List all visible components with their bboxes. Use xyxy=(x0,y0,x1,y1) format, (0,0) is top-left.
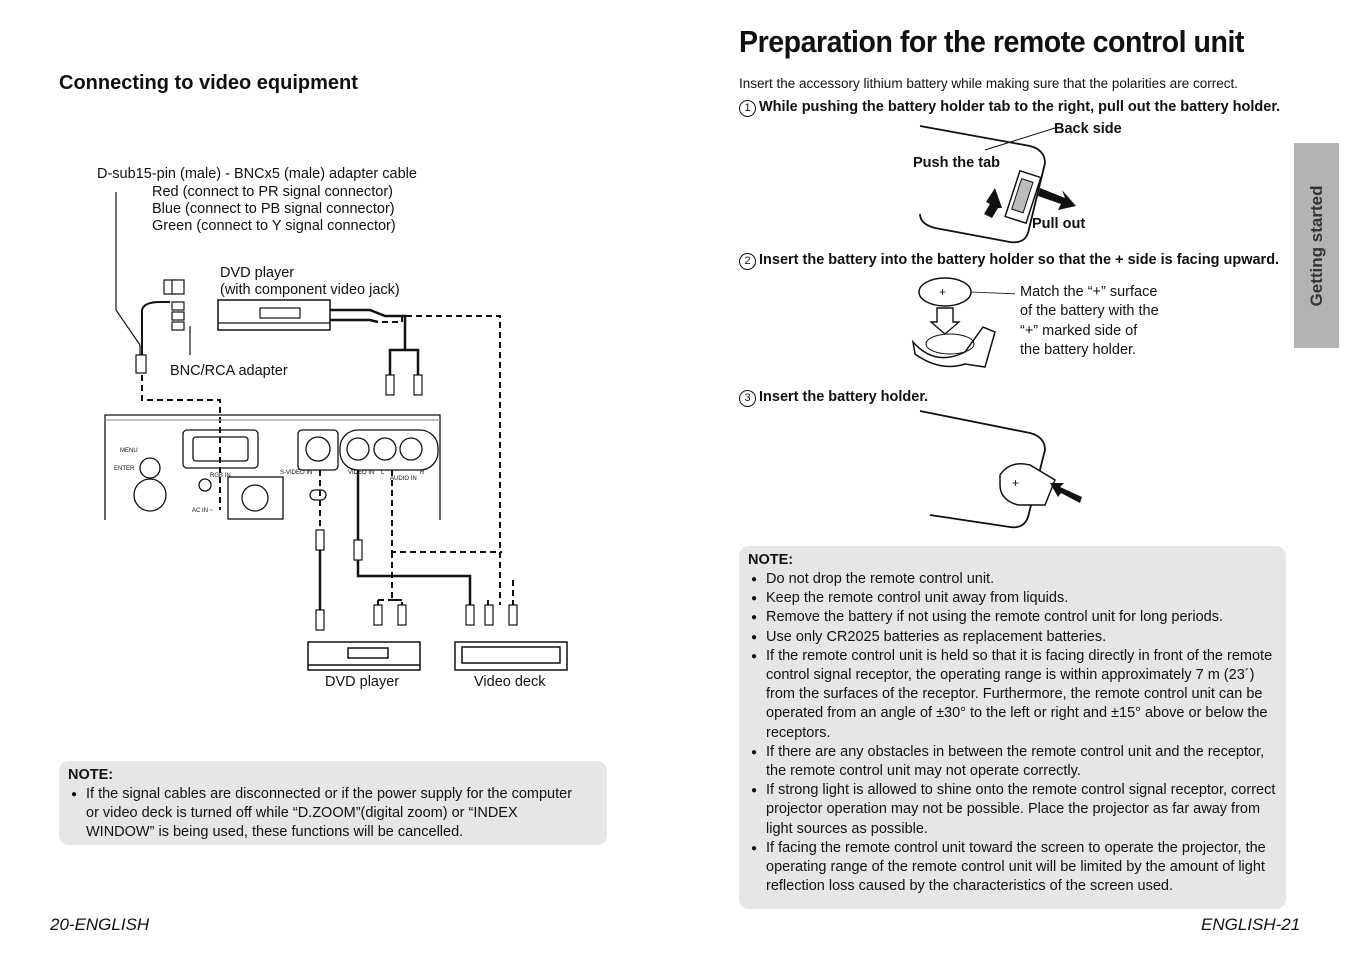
right-note-item: If there are any obstacles in between th… xyxy=(748,743,1278,781)
battery-insert-illustration: + xyxy=(911,277,1015,368)
back-side-label: Back side xyxy=(1054,121,1122,137)
getting-started-tab-label: Getting started xyxy=(1306,185,1326,306)
panel-audio-l-label: L xyxy=(381,470,385,476)
dvd-player-bottom-label: DVD player xyxy=(325,674,400,690)
push-tab-label: Push the tab xyxy=(913,155,1001,171)
left-heading: Connecting to video equipment xyxy=(59,72,358,94)
right-note-item: Keep the remote control unit away from l… xyxy=(748,589,1278,608)
right-note-item: Use only CR2025 batteries as replacement… xyxy=(748,628,1278,647)
left-note-list: If the signal cables are disconnected or… xyxy=(68,785,588,843)
step1-number: 1 xyxy=(739,100,756,117)
right-heading: Preparation for the remote control unit xyxy=(739,24,1244,59)
right-note-item: Do not drop the remote control unit. xyxy=(748,570,1278,589)
panel-video-in-label: VIDEO IN xyxy=(348,470,374,476)
remote-pull-out-illustration xyxy=(919,125,1076,244)
svg-text:+: + xyxy=(1012,476,1019,490)
svg-text:+: + xyxy=(939,285,946,299)
step3-text: Insert the battery holder. xyxy=(759,389,929,405)
step3-number: 3 xyxy=(739,390,756,407)
getting-started-tab: Getting started xyxy=(1294,143,1339,348)
connection-diagram: MENU ENTER RGB IN S-VIDEO IN VIDEO IN L … xyxy=(104,192,568,671)
battery-holder-insert-illustration: + xyxy=(919,410,1082,529)
projector-panel xyxy=(104,414,441,520)
pull-out-label: Pull out xyxy=(1032,216,1086,232)
bnc-rca-label: BNC/RCA adapter xyxy=(170,363,288,379)
battery-match-note: Match the “+” surface of the battery wit… xyxy=(1020,284,1159,358)
left-note-item: If the signal cables are disconnected or… xyxy=(68,785,588,843)
video-deck-label: Video deck xyxy=(474,674,546,690)
dvd-player-top-label: DVD player xyxy=(220,265,295,281)
step2-number: 2 xyxy=(739,253,756,270)
cable-blue-label: Blue (connect to PB signal connector) xyxy=(152,201,395,217)
left-note-title: NOTE: xyxy=(68,767,114,783)
panel-ac-in-label: AC IN ~ xyxy=(192,508,214,514)
right-page-footer: ENGLISH-21 xyxy=(1201,915,1301,934)
cable-label: D-sub15-pin (male) - BNCx5 (male) adapte… xyxy=(97,166,417,182)
right-note-item: If facing the remote control unit toward… xyxy=(748,839,1278,897)
step2-text: Insert the battery into the battery hold… xyxy=(759,252,1280,268)
panel-menu-label: MENU xyxy=(120,448,138,454)
panel-enter-label: ENTER xyxy=(114,466,135,472)
cable-red-label: Red (connect to PR signal connector) xyxy=(152,184,393,200)
left-note-box: NOTE: If the signal cables are disconnec… xyxy=(59,761,607,845)
step1-text: While pushing the battery holder tab to … xyxy=(759,99,1281,115)
intro-text: Insert the accessory lithium battery whi… xyxy=(739,76,1238,91)
right-note-item: If the remote control unit is held so th… xyxy=(748,647,1278,743)
right-note-list: Do not drop the remote control unit. Kee… xyxy=(748,570,1278,896)
panel-rgb-in-label: RGB IN xyxy=(210,473,231,479)
left-page-footer: 20-ENGLISH xyxy=(50,915,150,934)
right-note-item: If strong light is allowed to shine onto… xyxy=(748,781,1278,839)
panel-audio-in-label: AUDIO IN xyxy=(390,476,417,482)
right-note-title: NOTE: xyxy=(748,552,794,568)
dvd-player-top-sublabel: (with component video jack) xyxy=(220,282,400,298)
right-note-item: Remove the battery if not using the remo… xyxy=(748,608,1278,627)
cable-green-label: Green (connect to Y signal connector) xyxy=(152,218,396,234)
right-note-box: NOTE: Do not drop the remote control uni… xyxy=(739,546,1286,909)
panel-svideo-label: S-VIDEO IN xyxy=(280,470,312,476)
panel-audio-r-label: R xyxy=(420,470,425,476)
